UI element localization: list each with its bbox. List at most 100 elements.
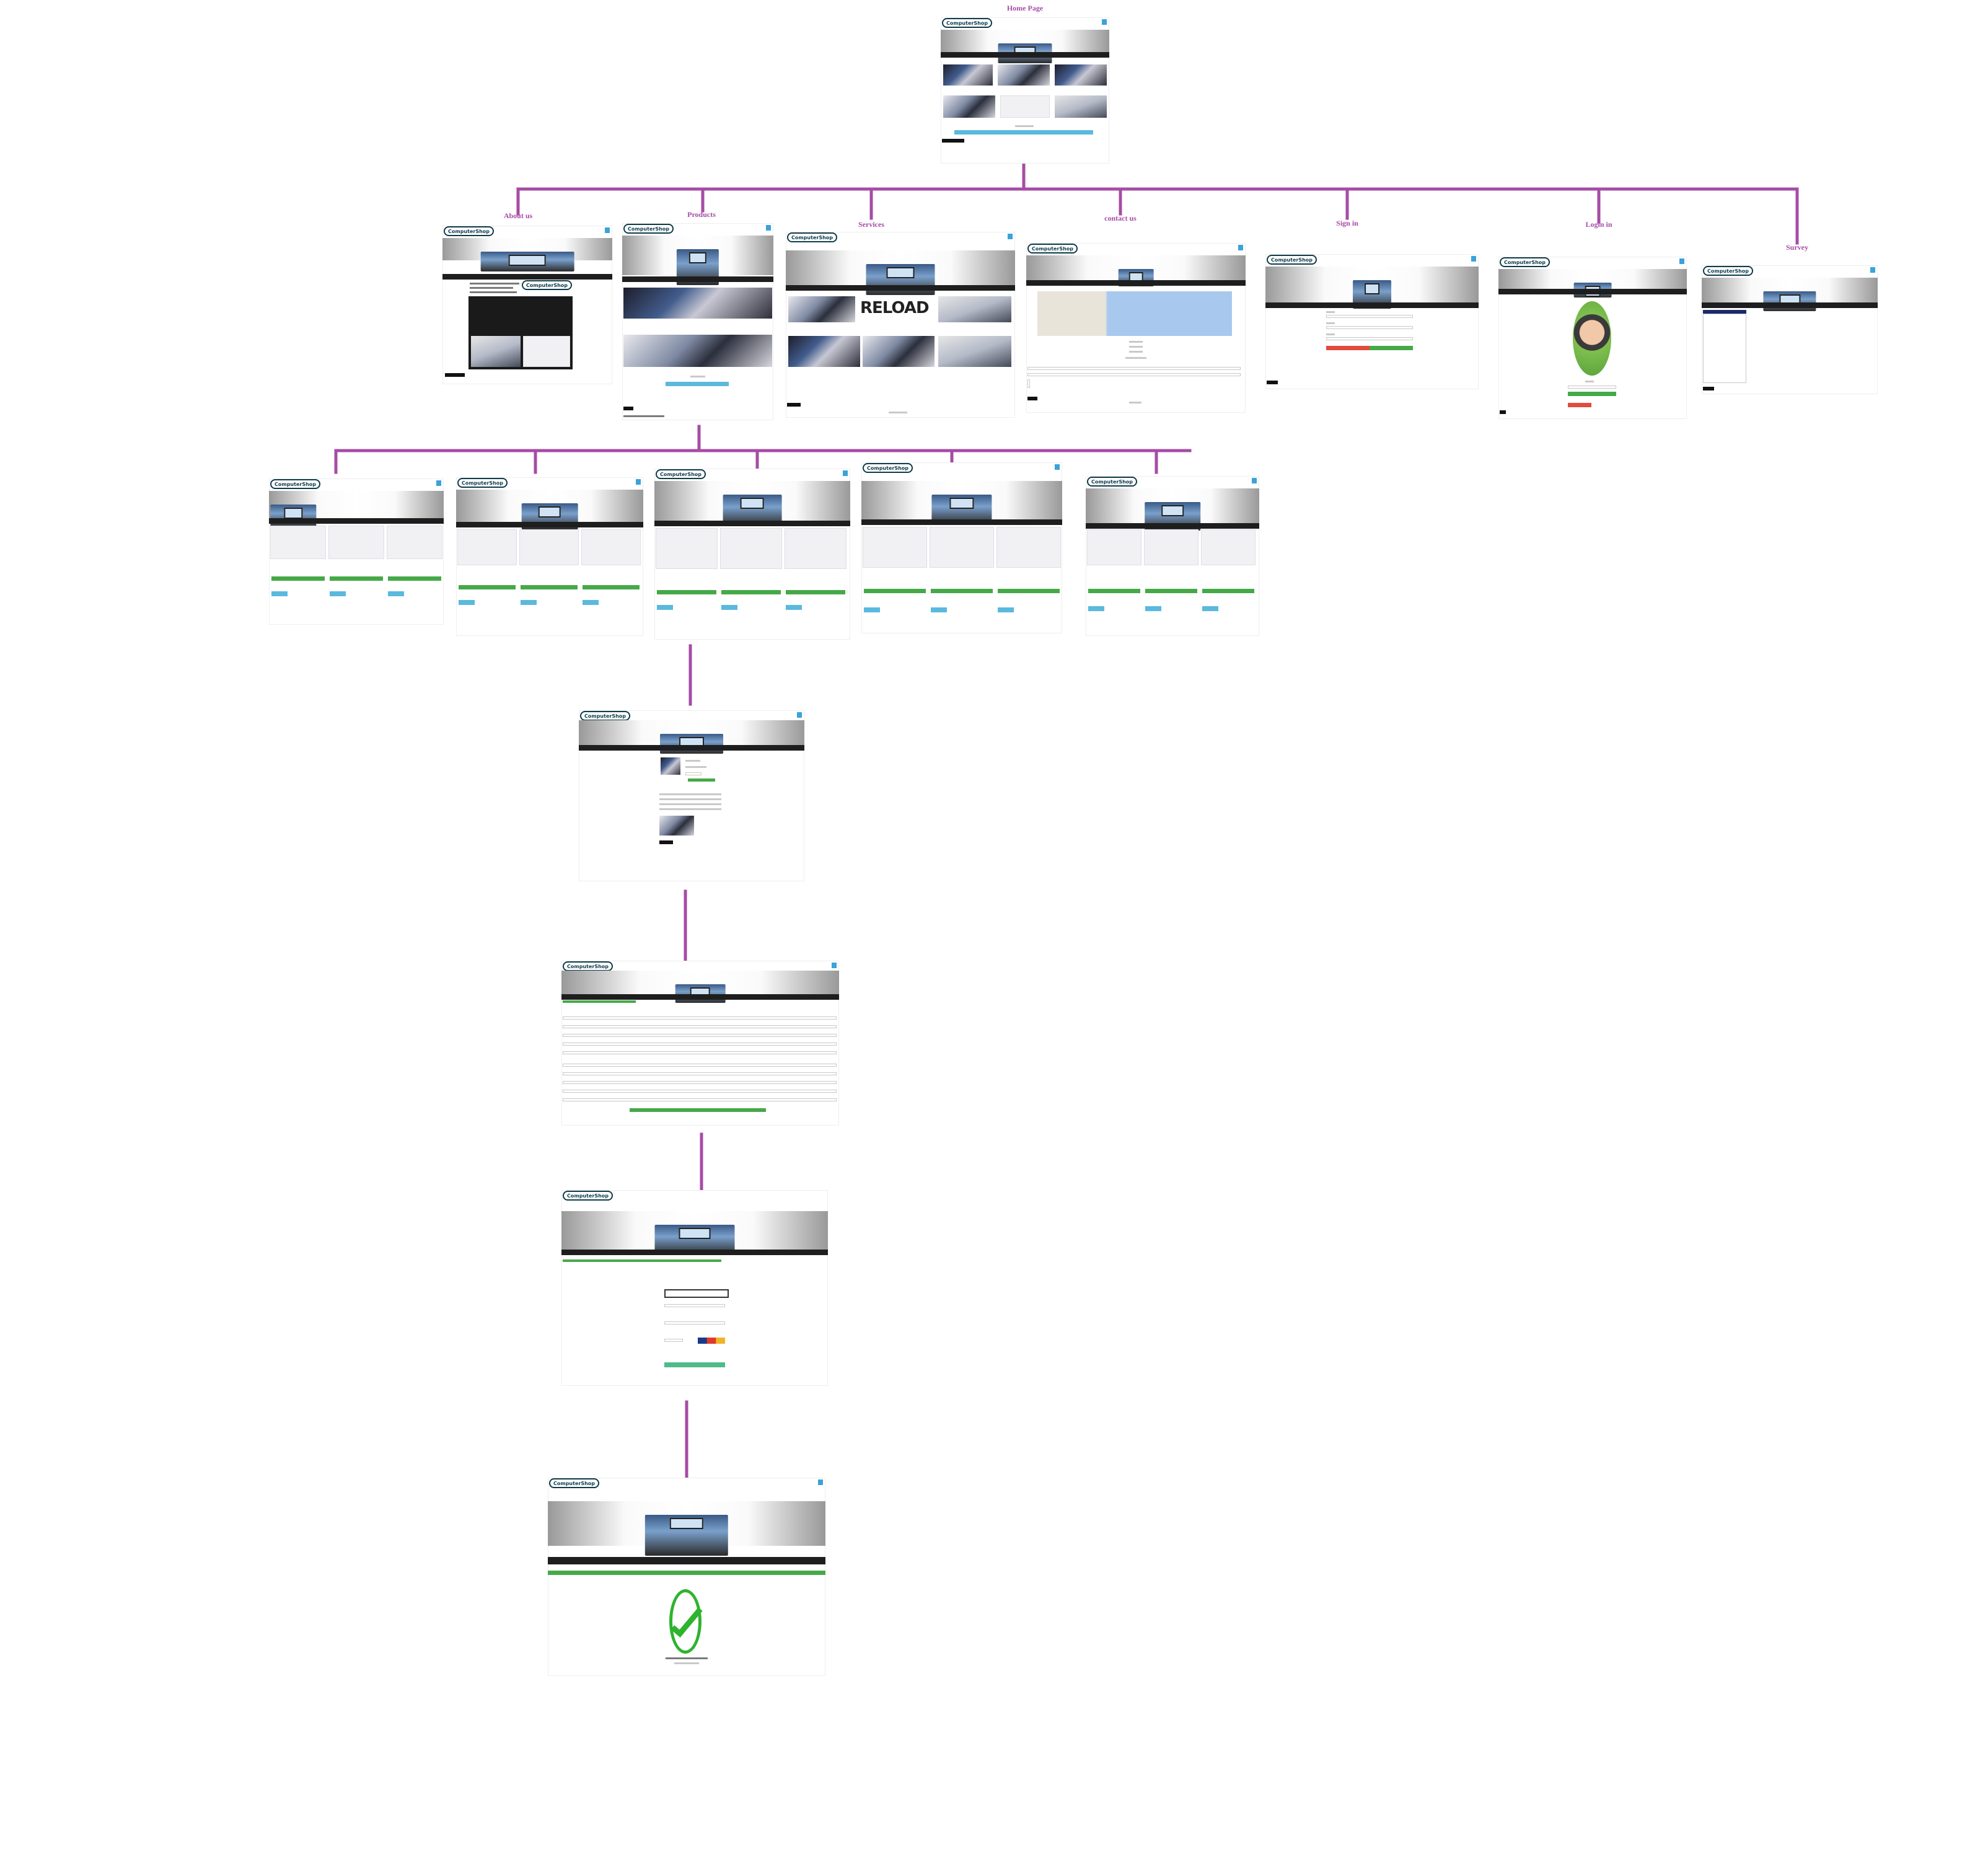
- details-button[interactable]: [721, 605, 737, 610]
- details-button[interactable]: [271, 591, 288, 596]
- navbar: [561, 1250, 828, 1255]
- quantity-field[interactable]: [685, 772, 702, 775]
- text-line: [685, 760, 700, 762]
- service-image: [863, 336, 935, 367]
- label-about: About us: [503, 211, 533, 220]
- email-field[interactable]: [1326, 326, 1413, 329]
- logo: ComputerShop: [580, 711, 630, 721]
- card-number-field[interactable]: [664, 1304, 725, 1307]
- form-field[interactable]: [563, 1043, 837, 1046]
- cancel-button[interactable]: [1568, 403, 1591, 407]
- form-field[interactable]: [1027, 367, 1241, 370]
- details-button[interactable]: [583, 600, 599, 605]
- text-line: [1326, 333, 1335, 335]
- add-to-cart-button[interactable]: [388, 576, 441, 581]
- add-to-cart-button[interactable]: [459, 585, 516, 589]
- form-field[interactable]: [563, 1064, 837, 1067]
- details-button[interactable]: [657, 605, 673, 610]
- service-image: [938, 336, 1011, 367]
- add-to-cart-button[interactable]: [786, 590, 845, 594]
- form-field[interactable]: [563, 1051, 837, 1054]
- navbar: [1086, 523, 1259, 529]
- banner: [1702, 278, 1878, 311]
- form-field[interactable]: [563, 1034, 837, 1037]
- cart-icon: [1008, 234, 1013, 239]
- form-field[interactable]: [563, 1098, 837, 1101]
- service-image: [938, 296, 1011, 322]
- submit-button[interactable]: [1027, 397, 1037, 400]
- login-button[interactable]: [1568, 392, 1616, 396]
- navbar: [861, 519, 1062, 525]
- add-to-cart-button[interactable]: [330, 576, 383, 581]
- navbar: [1498, 289, 1687, 294]
- navbar: [941, 52, 1109, 58]
- progress-bar: [563, 1259, 721, 1262]
- cart-icon: [1102, 19, 1107, 25]
- cart-icon: [766, 225, 771, 231]
- add-to-cart-button[interactable]: [688, 778, 715, 782]
- banner: [579, 720, 804, 754]
- details-button[interactable]: [786, 605, 802, 610]
- details-button[interactable]: [388, 591, 404, 596]
- continue-button[interactable]: [630, 1108, 766, 1112]
- add-to-cart-button[interactable]: [998, 589, 1060, 593]
- service-image: [788, 296, 855, 322]
- form-field[interactable]: [563, 1081, 837, 1084]
- password-field[interactable]: [1326, 337, 1413, 340]
- details-button[interactable]: [1088, 606, 1104, 611]
- product-card: [863, 527, 927, 568]
- register-button[interactable]: [1370, 346, 1413, 350]
- form-field[interactable]: [563, 1016, 837, 1020]
- details-button[interactable]: [521, 600, 537, 605]
- cancel-button[interactable]: [1326, 346, 1370, 350]
- expiry-field[interactable]: [664, 1339, 683, 1342]
- add-to-cart-button[interactable]: [521, 585, 578, 589]
- cart-icon: [1679, 258, 1684, 264]
- form-field[interactable]: [563, 1025, 837, 1028]
- username-field[interactable]: [1326, 315, 1413, 318]
- node-category-1: ComputerShop: [269, 478, 444, 625]
- label-products: Products: [687, 210, 716, 219]
- logo: ComputerShop: [444, 226, 494, 236]
- add-to-cart-button[interactable]: [864, 589, 926, 593]
- form-field[interactable]: [563, 1090, 837, 1093]
- details-button[interactable]: [1145, 606, 1161, 611]
- add-to-cart-button[interactable]: [931, 589, 993, 593]
- navbar: [561, 994, 839, 1000]
- product-card: [387, 526, 442, 559]
- form-field[interactable]: [563, 1072, 837, 1075]
- add-to-cart-button[interactable]: [1088, 589, 1140, 593]
- add-to-cart-button[interactable]: [583, 585, 640, 589]
- product-card: [328, 526, 384, 559]
- cart-icon: [605, 227, 610, 233]
- password-field[interactable]: [1568, 386, 1616, 389]
- details-button[interactable]: [864, 607, 880, 612]
- pay-button[interactable]: [664, 1362, 725, 1367]
- footer-button: [659, 840, 673, 844]
- page-content: [1086, 529, 1259, 636]
- details-button[interactable]: [931, 607, 947, 612]
- details-button[interactable]: [998, 607, 1014, 612]
- banner: [654, 481, 850, 526]
- text-line: [1125, 357, 1146, 359]
- details-button[interactable]: [459, 600, 475, 605]
- cart-icon: [843, 470, 848, 476]
- logo: ComputerShop: [623, 224, 674, 234]
- hero-image: [480, 252, 574, 271]
- name-field[interactable]: [664, 1321, 725, 1325]
- form-field[interactable]: [1027, 373, 1241, 376]
- avatar: [1573, 301, 1611, 376]
- add-to-cart-button[interactable]: [271, 576, 325, 581]
- page-content: [1265, 309, 1479, 389]
- details-button[interactable]: [1202, 606, 1218, 611]
- add-to-cart-button[interactable]: [1202, 589, 1254, 593]
- banner: [269, 491, 444, 527]
- form-field[interactable]: [1027, 379, 1030, 388]
- banner: [561, 971, 839, 1003]
- add-to-cart-button[interactable]: [657, 590, 716, 594]
- cart-icon: [818, 1479, 823, 1485]
- text-line: [1326, 322, 1335, 324]
- details-button[interactable]: [330, 591, 346, 596]
- add-to-cart-button[interactable]: [721, 590, 781, 594]
- add-to-cart-button[interactable]: [1145, 589, 1197, 593]
